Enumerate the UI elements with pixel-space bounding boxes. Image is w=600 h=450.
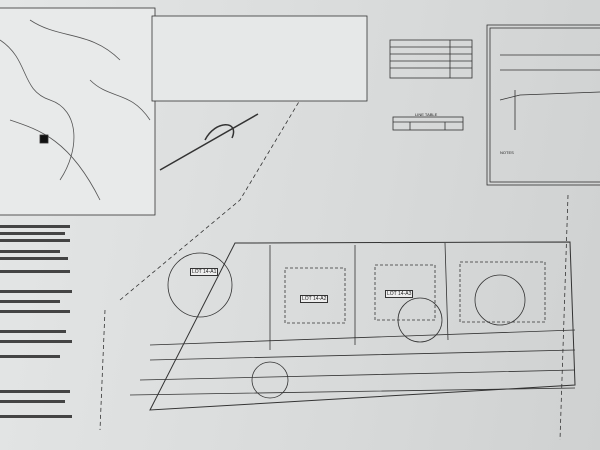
summary-table [389, 39, 473, 79]
lot-label-2: LOT 14-A2 [300, 295, 329, 303]
notes-title: NOTES [500, 150, 514, 155]
line-table-title: LINE TABLE [415, 112, 438, 117]
lot-label-1: LOT 14-A1 [190, 268, 219, 276]
line-table [392, 116, 464, 131]
blank-box [151, 15, 368, 102]
section-detail [486, 24, 600, 186]
vicinity-map [0, 7, 156, 216]
lot-label-3: LOT 14-A3 [385, 290, 414, 298]
north-arrow [159, 113, 259, 171]
